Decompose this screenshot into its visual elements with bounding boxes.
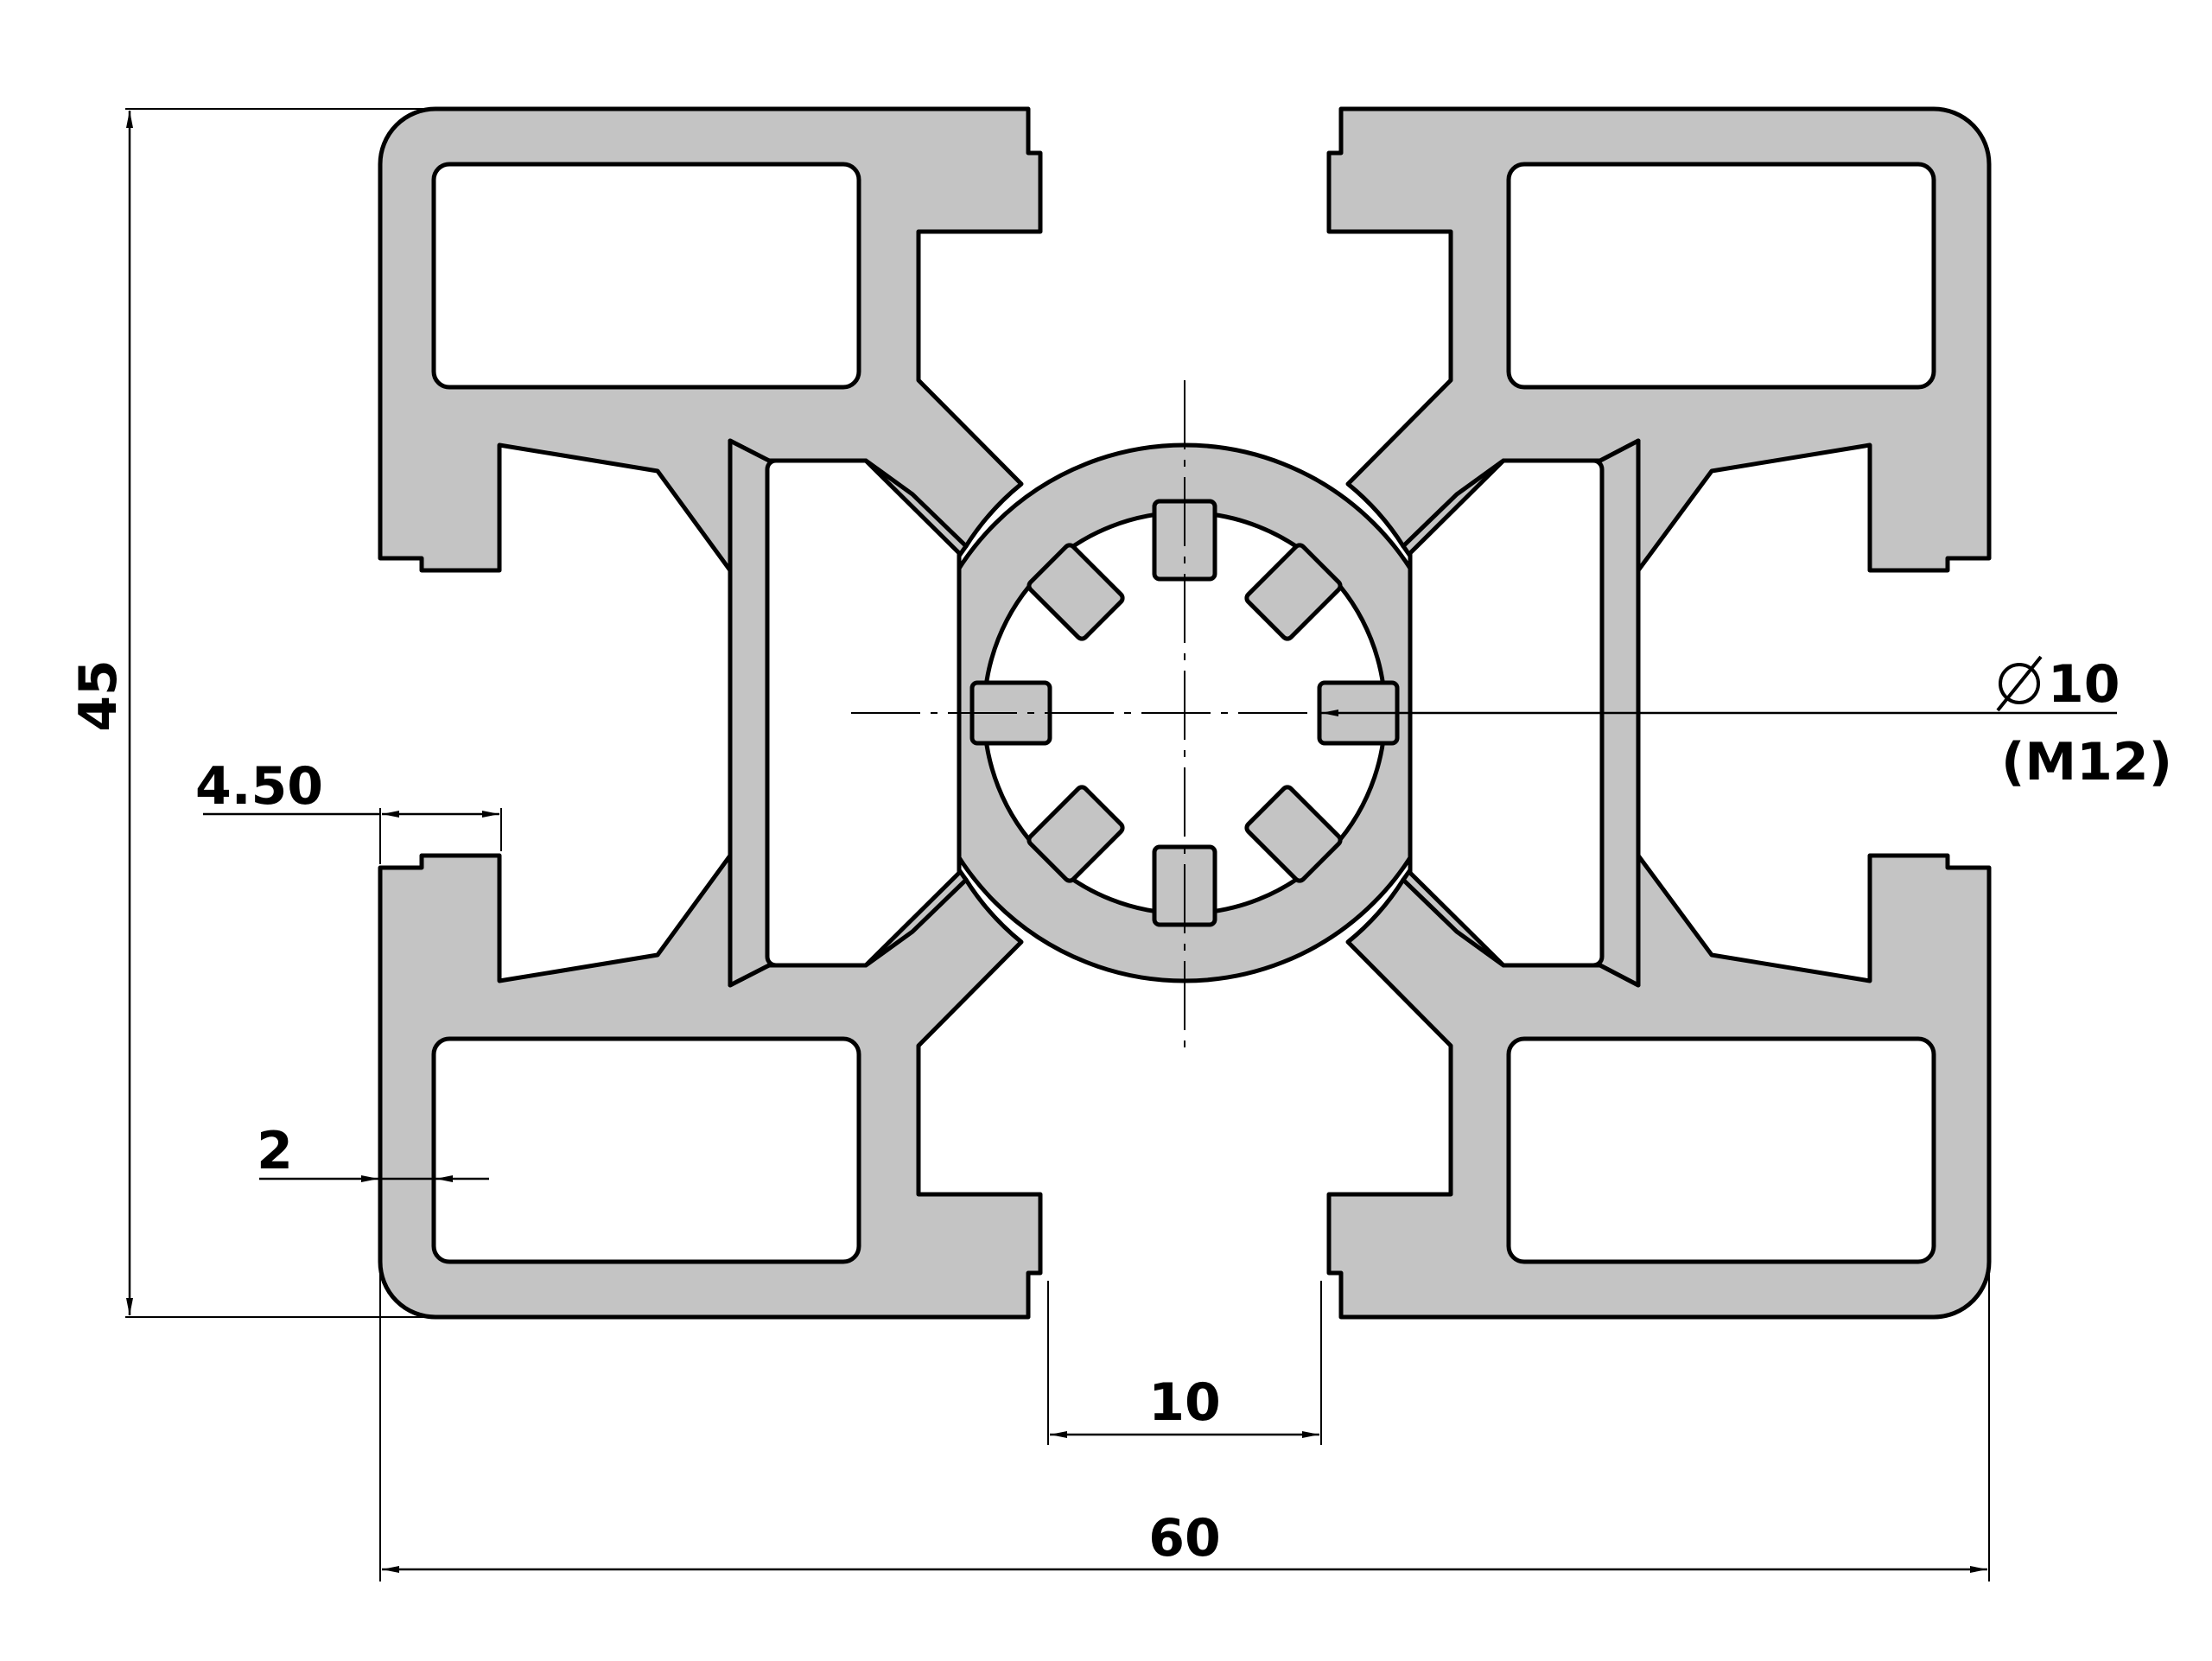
cavity-top-right xyxy=(1506,162,1936,390)
dimension-slot-width-label: 10 xyxy=(1148,1372,1221,1433)
dimension-width-label: 60 xyxy=(1148,1508,1221,1569)
cavity-top-left xyxy=(431,162,861,390)
dimension-bore: 10 (M12) xyxy=(1321,654,2172,792)
dimension-slot-width: 10 xyxy=(1047,1281,1322,1445)
aluminium-profile xyxy=(378,106,1992,1320)
cavity-bottom-left xyxy=(431,1036,861,1264)
spline-top-left xyxy=(1027,543,1125,641)
dimension-height: 45 xyxy=(68,108,435,1318)
diameter-icon xyxy=(1996,655,2043,712)
dimension-slot-depth-label: 4.50 xyxy=(195,756,323,817)
spline-top-right xyxy=(1244,543,1343,641)
dimension-width: 60 xyxy=(379,1262,1990,1581)
dimension-wall-thickness: 2 xyxy=(257,1121,489,1182)
dimension-bore-label: 10 xyxy=(2048,654,2120,715)
spline-bottom-left xyxy=(1027,785,1125,883)
dimension-height-label: 45 xyxy=(68,659,129,732)
dimension-bore-thread-label: (M12) xyxy=(2001,732,2172,792)
dimension-slot-depth: 4.50 xyxy=(195,756,502,864)
dimension-wall-thickness-label: 2 xyxy=(257,1121,293,1181)
spline-bottom-right xyxy=(1244,785,1343,883)
cavity-bottom-right xyxy=(1506,1036,1936,1264)
